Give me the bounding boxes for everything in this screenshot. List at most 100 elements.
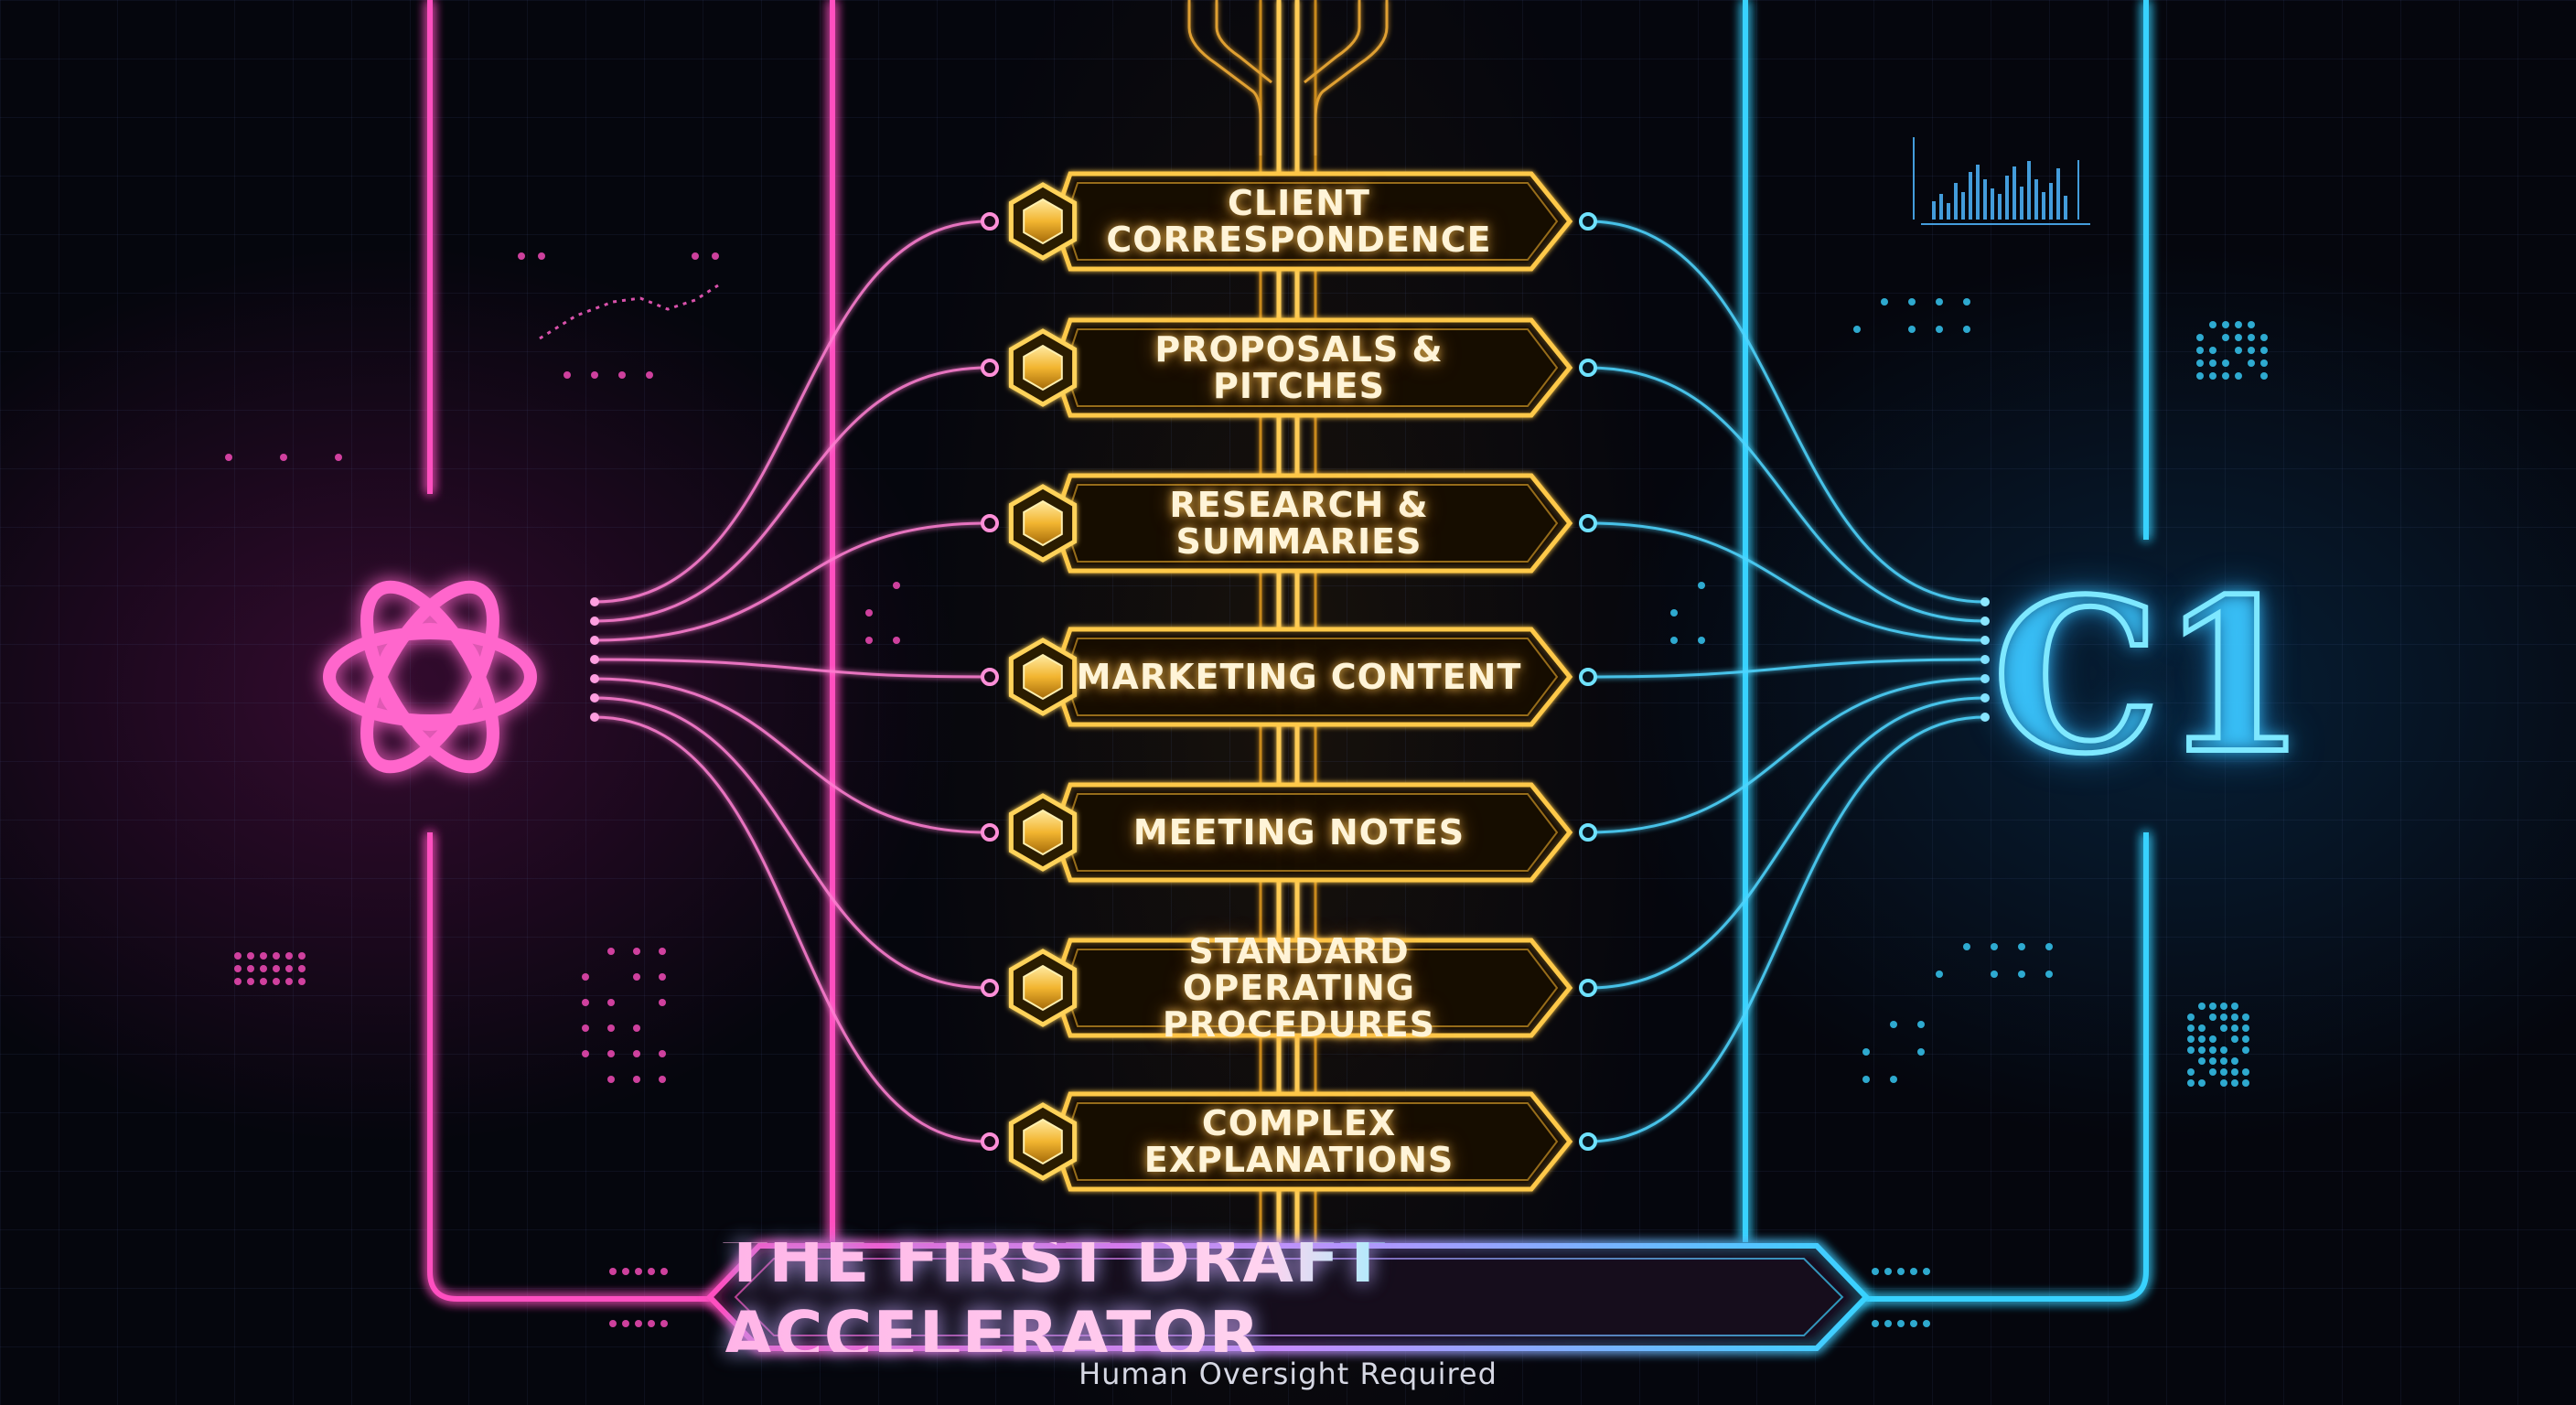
decor-bar xyxy=(2005,176,2009,220)
decor-dot xyxy=(1884,1320,1892,1327)
decor-dot xyxy=(2235,347,2242,354)
decor-dot xyxy=(2198,1003,2206,1010)
decor-dot xyxy=(2242,1014,2249,1021)
decor-dot xyxy=(2209,1046,2216,1054)
decor-dot xyxy=(633,1076,640,1083)
decor-dot xyxy=(1991,971,1998,978)
decor-dot xyxy=(285,952,293,960)
left-connector-port xyxy=(590,617,599,626)
hexagon-icon-core xyxy=(1023,653,1063,701)
right-connector-port xyxy=(1980,713,1990,722)
decor-dot xyxy=(1908,298,1916,306)
decor-dot xyxy=(2196,359,2204,367)
right-connector-port xyxy=(1980,597,1990,606)
decor-bar xyxy=(2012,166,2016,220)
decor-dot xyxy=(2209,359,2216,367)
decor-dot xyxy=(1881,298,1888,306)
decor-dot xyxy=(633,1050,640,1057)
decor-dot xyxy=(633,948,640,955)
decor-dot xyxy=(607,1024,615,1032)
decor-sparkline xyxy=(539,284,719,340)
decor-dot xyxy=(609,1268,617,1275)
decor-dot xyxy=(1897,1320,1905,1327)
decor-dot xyxy=(2198,1057,2206,1065)
decor-dot xyxy=(1963,326,1970,333)
box-right-port xyxy=(1579,514,1597,532)
decor-dot xyxy=(633,1024,640,1032)
decor-dot xyxy=(659,1076,666,1083)
decor-dot xyxy=(607,948,615,955)
decor-dot xyxy=(692,252,699,260)
decor-dot xyxy=(2260,372,2268,380)
right-connector-port xyxy=(1980,655,1990,664)
decor-dot xyxy=(2231,1068,2238,1076)
decor-dot xyxy=(298,952,306,960)
decor-dot xyxy=(659,1050,666,1057)
decor-dot xyxy=(2196,334,2204,341)
decor-dot xyxy=(2196,372,2204,380)
left-connector xyxy=(594,715,989,1143)
right-node-logo: C1 xyxy=(1990,551,2309,803)
decor-dot xyxy=(247,978,254,985)
decor-dot xyxy=(247,965,254,972)
decor-dot xyxy=(1890,1076,1897,1083)
decor-dot xyxy=(2260,359,2268,367)
decor-dot xyxy=(1884,1268,1892,1275)
decor-dot xyxy=(260,978,267,985)
decor-dot xyxy=(234,978,242,985)
task-label: PROPOSALS & PITCHES xyxy=(1154,329,1444,406)
hexagon-icon-core xyxy=(1023,1118,1063,1165)
decor-dot xyxy=(2209,1057,2216,1065)
decor-dot xyxy=(659,948,666,955)
decor-dot xyxy=(660,1268,668,1275)
box-right-port xyxy=(1579,979,1597,997)
decor-dot xyxy=(2018,943,2025,950)
decor-bar xyxy=(1991,188,1994,220)
hexagon-icon-core xyxy=(1023,809,1063,856)
decor-dot xyxy=(335,454,342,461)
decor-dot xyxy=(2045,943,2053,950)
right-connector-port xyxy=(1980,674,1990,683)
decor-dot xyxy=(2209,321,2216,328)
box-left-port xyxy=(981,979,999,997)
task-label: CLIENT CORRESPONDENCE xyxy=(1106,183,1492,260)
box-left-port xyxy=(981,514,999,532)
decor-dot xyxy=(2235,321,2242,328)
decor-dot xyxy=(1890,1021,1897,1028)
right-connector xyxy=(1587,696,1986,990)
decor-dot xyxy=(2209,1003,2216,1010)
decor-bar xyxy=(2042,192,2045,220)
decor-dot xyxy=(2187,1024,2195,1032)
decor-dot xyxy=(2231,1003,2238,1010)
decor-dot xyxy=(865,609,873,617)
decor-dot xyxy=(2198,1046,2206,1054)
box-right-port xyxy=(1579,212,1597,231)
decor-dot xyxy=(1910,1268,1917,1275)
box-left-port xyxy=(981,668,999,686)
right-connector-port xyxy=(1980,617,1990,626)
decor-dot xyxy=(1923,1268,1930,1275)
box-right-port xyxy=(1579,1132,1597,1151)
left-connector xyxy=(594,658,989,679)
task-box xyxy=(1008,782,1573,883)
left-connector-port xyxy=(590,674,599,683)
decor-dot xyxy=(234,952,242,960)
left-connector-port xyxy=(590,713,599,722)
right-connector xyxy=(1587,366,1986,623)
decor-bar xyxy=(2049,183,2053,220)
box-right-port xyxy=(1579,359,1597,377)
decor-dot xyxy=(622,1268,629,1275)
decor-dot xyxy=(1936,326,1943,333)
decor-dot xyxy=(648,1268,655,1275)
openai-logo-icon xyxy=(323,580,537,774)
decor-dot xyxy=(1963,298,1970,306)
hexagon-icon-core xyxy=(1023,344,1063,391)
decor-dot xyxy=(2222,321,2229,328)
left-connector xyxy=(594,696,989,990)
decor-dot xyxy=(1963,943,1970,950)
decor-dot xyxy=(659,973,666,981)
decor-bar xyxy=(2034,179,2038,220)
decor-dot xyxy=(646,371,653,379)
right-connector xyxy=(1587,521,1986,642)
decor-dot xyxy=(893,637,900,644)
